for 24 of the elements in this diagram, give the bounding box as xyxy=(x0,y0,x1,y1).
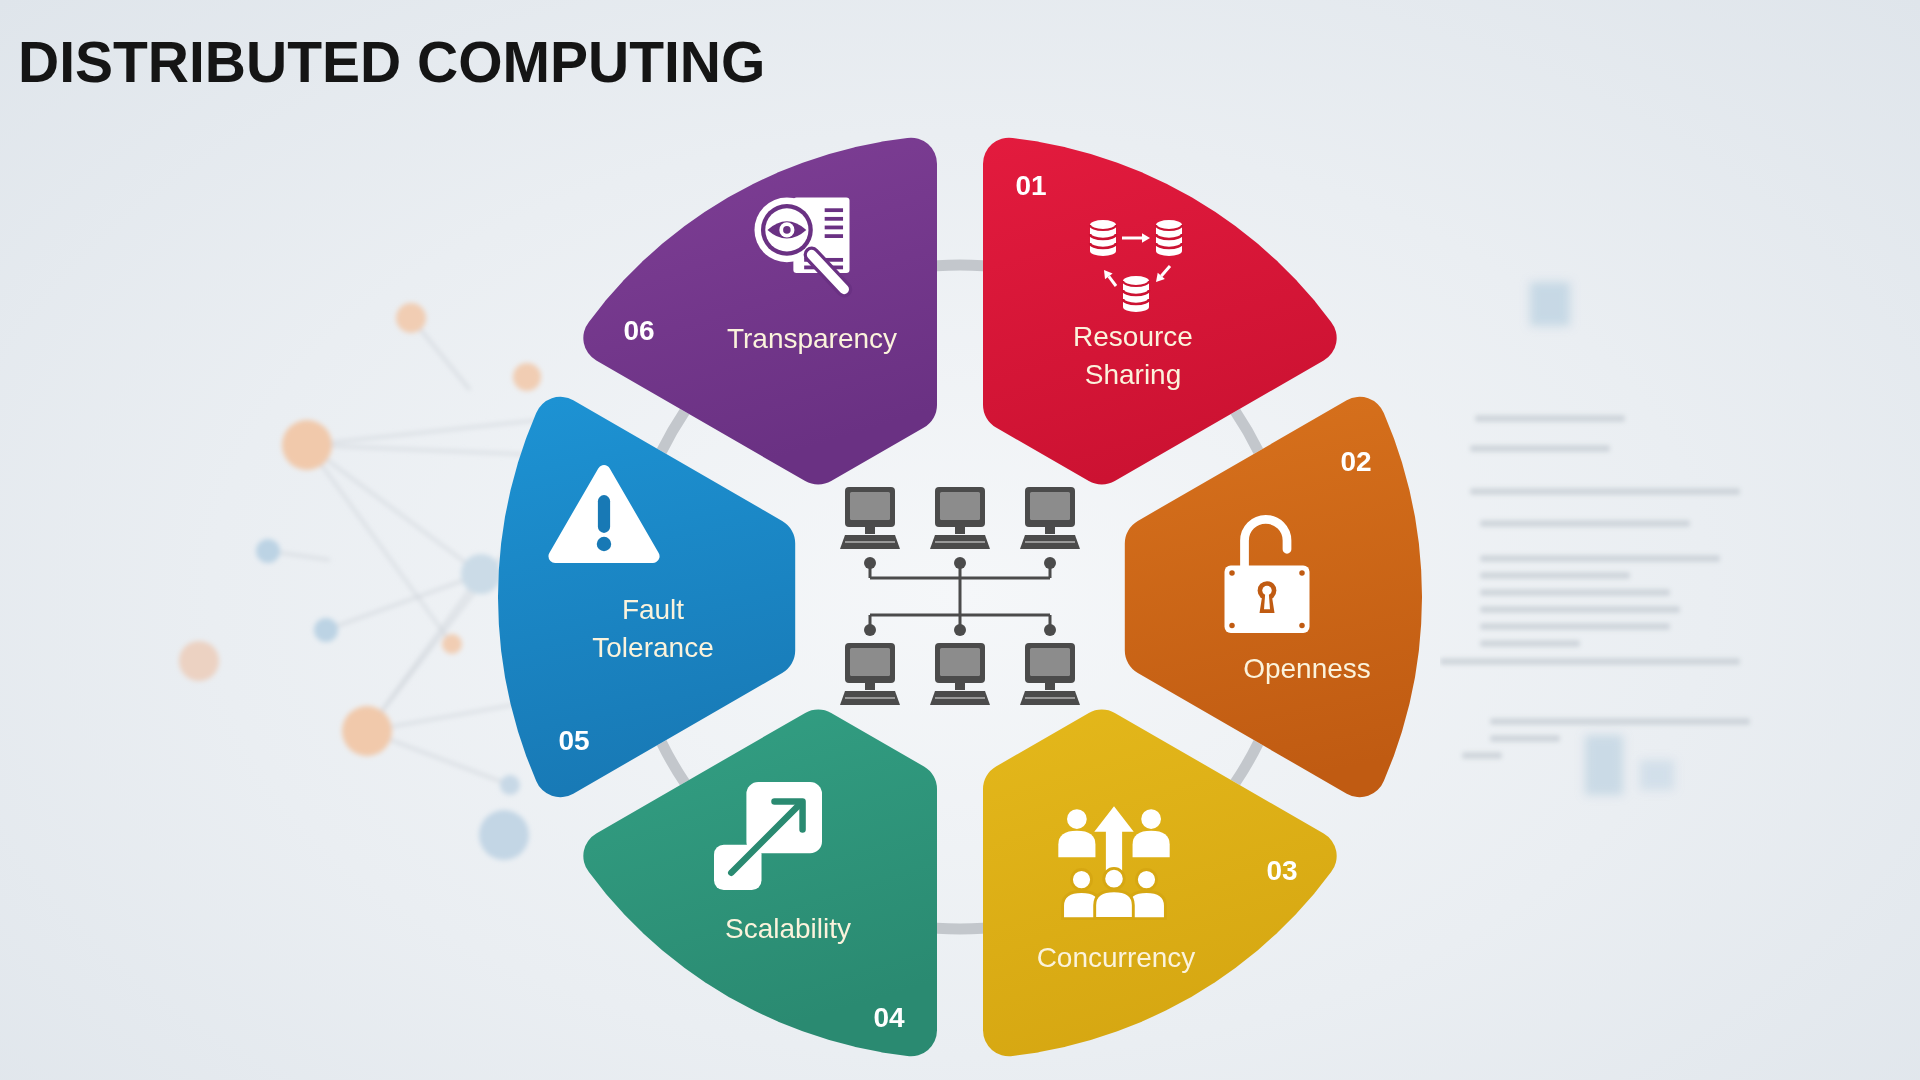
petal-segment xyxy=(983,709,1337,1057)
feature-label: Scalability xyxy=(723,912,853,947)
ring-connector xyxy=(937,259,983,272)
petal-segment xyxy=(498,396,796,798)
petal-segment xyxy=(583,137,937,485)
feature-label: Openness xyxy=(1242,652,1372,687)
step-number: 04 xyxy=(873,1004,905,1032)
feature-label: Fault Tolerance xyxy=(591,593,715,665)
ring-connector xyxy=(656,408,690,455)
petal-segment xyxy=(983,137,1337,485)
feature-label: Transparency xyxy=(725,322,899,357)
ring-connector xyxy=(656,739,690,786)
step-number: 05 xyxy=(558,727,590,755)
step-number: 03 xyxy=(1266,857,1298,885)
feature-label: Concurrency xyxy=(1035,941,1197,976)
step-number: 02 xyxy=(1340,448,1372,476)
ring-connector xyxy=(1230,739,1264,786)
petal-segment xyxy=(1124,396,1422,798)
step-number: 06 xyxy=(623,317,655,345)
step-number: 01 xyxy=(1015,172,1047,200)
ring-connector xyxy=(1230,408,1264,455)
ring-connector xyxy=(937,922,983,935)
title: DISTRIBUTED COMPUTING xyxy=(18,34,766,91)
feature-label: Resource Sharing xyxy=(1072,320,1194,392)
